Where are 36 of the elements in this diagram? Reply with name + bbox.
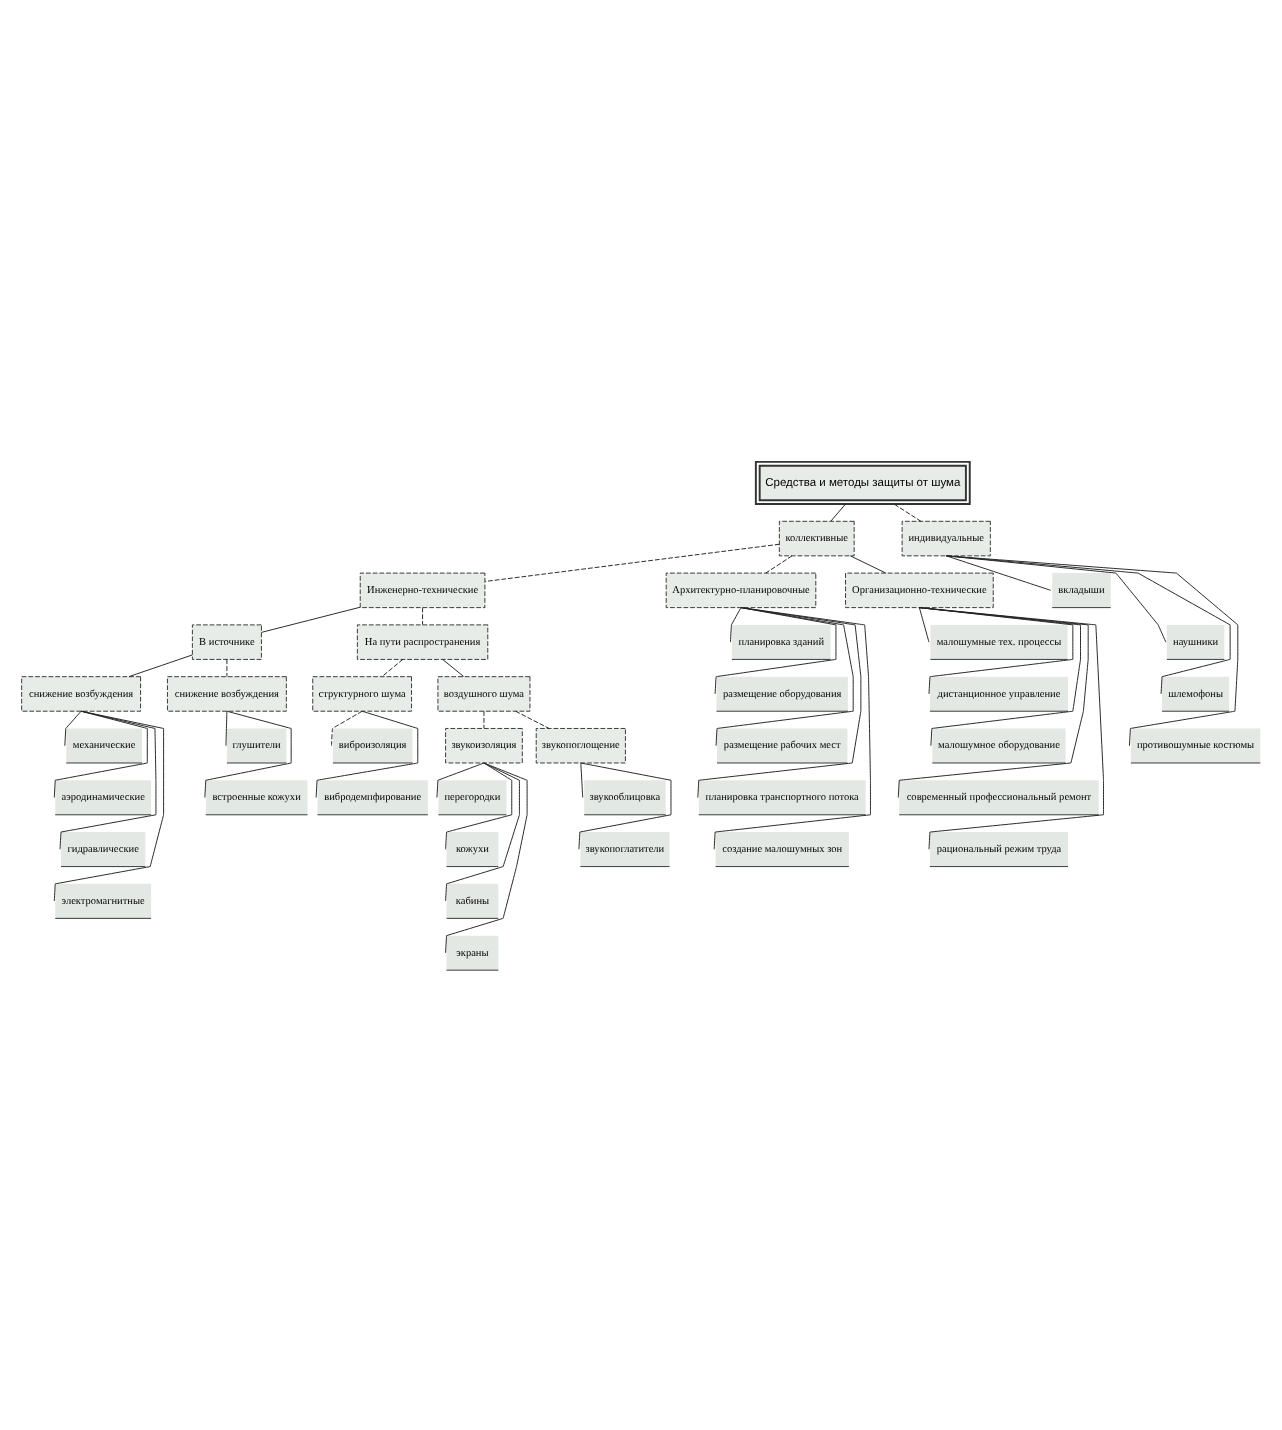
connector [484, 542, 780, 581]
connector [445, 761, 513, 849]
connector [897, 606, 1089, 797]
connector [515, 709, 550, 728]
connector [330, 709, 363, 746]
connector [204, 709, 292, 797]
connector [945, 554, 1167, 642]
connector [918, 606, 1074, 694]
connector [849, 554, 887, 573]
connector [893, 502, 922, 521]
connector [918, 606, 1081, 746]
connector [260, 605, 361, 632]
connector [918, 606, 1104, 849]
connector [53, 709, 148, 797]
connector [128, 653, 193, 677]
connector [714, 606, 837, 694]
connector [483, 709, 485, 728]
connector [436, 761, 485, 797]
connector [226, 657, 228, 676]
connector [918, 606, 930, 642]
connector [765, 554, 793, 573]
connector [830, 502, 846, 521]
connector [64, 709, 82, 746]
connector [729, 606, 742, 642]
connector [422, 606, 424, 625]
connector [59, 709, 157, 849]
connector [580, 761, 584, 797]
connector [442, 657, 465, 676]
connector [315, 709, 419, 797]
connector [381, 657, 404, 676]
connector [225, 709, 228, 746]
connector [945, 554, 1052, 590]
connector [945, 554, 1239, 746]
connector [945, 554, 1231, 694]
connector [578, 761, 672, 849]
connector [697, 606, 862, 797]
